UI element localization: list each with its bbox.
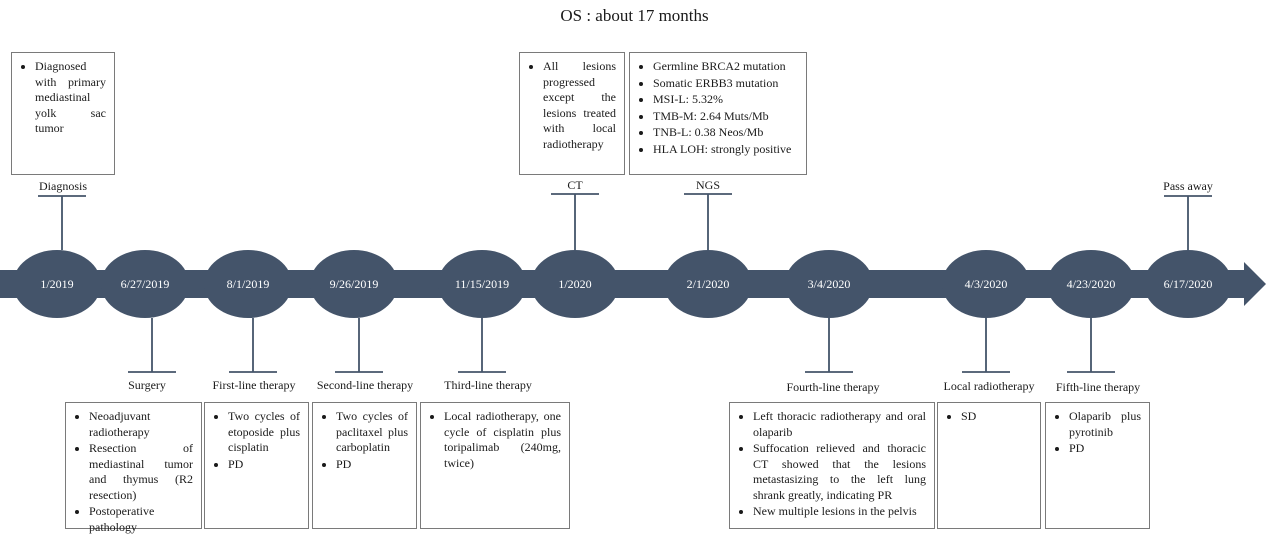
timeline-node-date: 1/2019 xyxy=(40,277,73,291)
timeline-node: 4/3/2020 xyxy=(942,250,1030,318)
label-first-line: First-line therapy xyxy=(212,378,296,392)
label-fourth-line: Fourth-line therapy xyxy=(786,380,880,394)
bullet-item: PD xyxy=(336,457,408,473)
box-diagnosis-list: Diagnosed with primary mediastinal yolk … xyxy=(20,59,106,137)
timeline-node-ellipse xyxy=(13,250,101,318)
timeline-node-ellipse xyxy=(204,250,292,318)
box-second-line-list: Two cycles of paclitaxel plus carboplati… xyxy=(321,409,408,472)
timeline-node: 8/1/2019 xyxy=(204,250,292,318)
box-first-line: Two cycles of etoposide plus cisplatinPD xyxy=(204,402,309,529)
timeline-node-ellipse xyxy=(310,250,398,318)
box-local-radio-list: SD xyxy=(946,409,1032,425)
box-fifth-line: Olaparib plus pyrotinibPD xyxy=(1045,402,1150,529)
timeline-node: 1/2019 xyxy=(13,250,101,318)
timeline-node-ellipse xyxy=(664,250,752,318)
bullet-item: All lesions progressed except the lesion… xyxy=(543,59,616,152)
timeline-node-date: 4/3/2020 xyxy=(965,277,1008,291)
box-ngs: Germline BRCA2 mutationSomatic ERBB3 mut… xyxy=(629,52,807,175)
timeline-node: 6/17/2020 xyxy=(1144,250,1232,318)
label-pass-away: Pass away xyxy=(1163,179,1213,193)
box-local-radio: SD xyxy=(937,402,1041,529)
bullet-item: HLA LOH: strongly positive xyxy=(653,142,798,158)
box-surgery: Neoadjuvant radiotherapyResection of med… xyxy=(65,402,202,534)
page-title: OS : about 17 months xyxy=(560,6,709,25)
label-second-line: Second-line therapy xyxy=(316,378,414,392)
timeline-node-date: 9/26/2019 xyxy=(330,277,379,291)
bullet-item: Left thoracic radiotherapy and oral olap… xyxy=(753,409,926,440)
box-ct: All lesions progressed except the lesion… xyxy=(519,52,625,175)
bullet-item: Diagnosed with primary mediastinal yolk … xyxy=(35,59,106,137)
label-diagnosis: Diagnosis xyxy=(39,179,87,193)
timeline-node-ellipse xyxy=(785,250,873,318)
label-surgery: Surgery xyxy=(128,378,166,392)
timeline-node-date: 1/2020 xyxy=(558,277,591,291)
timeline-node-date: 2/1/2020 xyxy=(687,277,730,291)
timeline-node-date: 6/27/2019 xyxy=(121,277,170,291)
timeline-node-date: 6/17/2020 xyxy=(1164,277,1213,291)
label-local-radio: Local radiotherapy xyxy=(943,379,1035,393)
timeline-node-ellipse xyxy=(942,250,1030,318)
box-fourth-line-list: Left thoracic radiotherapy and oral olap… xyxy=(738,409,926,520)
box-third-line: Local radiotherapy, one cycle of cisplat… xyxy=(420,402,570,529)
timeline-node: 1/2020 xyxy=(531,250,619,318)
timeline-node-ellipse xyxy=(1144,250,1232,318)
timeline-node: 6/27/2019 xyxy=(101,250,189,318)
timeline-node-date: 11/15/2019 xyxy=(455,277,509,291)
timeline-node: 3/4/2020 xyxy=(785,250,873,318)
timeline-node-date: 4/23/2020 xyxy=(1067,277,1116,291)
box-surgery-list: Neoadjuvant radiotherapyResection of med… xyxy=(74,409,193,535)
box-fourth-line: Left thoracic radiotherapy and oral olap… xyxy=(729,402,935,529)
label-ngs: NGS xyxy=(695,178,721,192)
bullet-item: MSI-L: 5.32% xyxy=(653,92,798,108)
bullet-item: Neoadjuvant radiotherapy xyxy=(89,409,193,440)
timeline-node-date: 8/1/2019 xyxy=(227,277,270,291)
bullet-item: Somatic ERBB3 mutation xyxy=(653,76,798,92)
timeline-node: 9/26/2019 xyxy=(310,250,398,318)
bullet-item: Two cycles of etoposide plus cisplatin xyxy=(228,409,300,456)
timeline-node: 11/15/2019 xyxy=(438,250,526,318)
bullet-item: TMB-M: 2.64 Muts/Mb xyxy=(653,109,798,125)
bullet-item: PD xyxy=(228,457,300,473)
bullet-item: Suffocation relieved and thoracic CT sho… xyxy=(753,441,926,503)
timeline-node: 4/23/2020 xyxy=(1047,250,1135,318)
bullet-item: TNB-L: 0.38 Neos/Mb xyxy=(653,125,798,141)
bullet-item: PD xyxy=(1069,441,1141,457)
bullet-item: Local radiotherapy, one cycle of cisplat… xyxy=(444,409,561,471)
bullet-item: Two cycles of paclitaxel plus carboplati… xyxy=(336,409,408,456)
timeline-node: 2/1/2020 xyxy=(664,250,752,318)
box-ct-list: All lesions progressed except the lesion… xyxy=(528,59,616,152)
bullet-item: Germline BRCA2 mutation xyxy=(653,59,798,75)
bullet-item: Resection of mediastinal tumor and thymu… xyxy=(89,441,193,503)
bullet-item: Olaparib plus pyrotinib xyxy=(1069,409,1141,440)
label-fifth-line: Fifth-line therapy xyxy=(1055,380,1141,394)
label-ct: CT xyxy=(567,178,583,192)
box-diagnosis: Diagnosed with primary mediastinal yolk … xyxy=(11,52,115,175)
box-third-line-list: Local radiotherapy, one cycle of cisplat… xyxy=(429,409,561,471)
box-first-line-list: Two cycles of etoposide plus cisplatinPD xyxy=(213,409,300,472)
bullet-item: New multiple lesions in the pelvis xyxy=(753,504,926,520)
timeline-node-ellipse xyxy=(1047,250,1135,318)
bullet-item: Postoperative pathology xyxy=(89,504,193,535)
box-fifth-line-list: Olaparib plus pyrotinibPD xyxy=(1054,409,1141,457)
box-ngs-list: Germline BRCA2 mutationSomatic ERBB3 mut… xyxy=(638,59,798,157)
timeline-node-ellipse xyxy=(438,250,526,318)
timeline-node-ellipse xyxy=(101,250,189,318)
label-third-line: Third-line therapy xyxy=(444,378,532,392)
timeline-node-ellipse xyxy=(531,250,619,318)
timeline-node-date: 3/4/2020 xyxy=(808,277,851,291)
box-second-line: Two cycles of paclitaxel plus carboplati… xyxy=(312,402,417,529)
bullet-item: SD xyxy=(961,409,1032,425)
